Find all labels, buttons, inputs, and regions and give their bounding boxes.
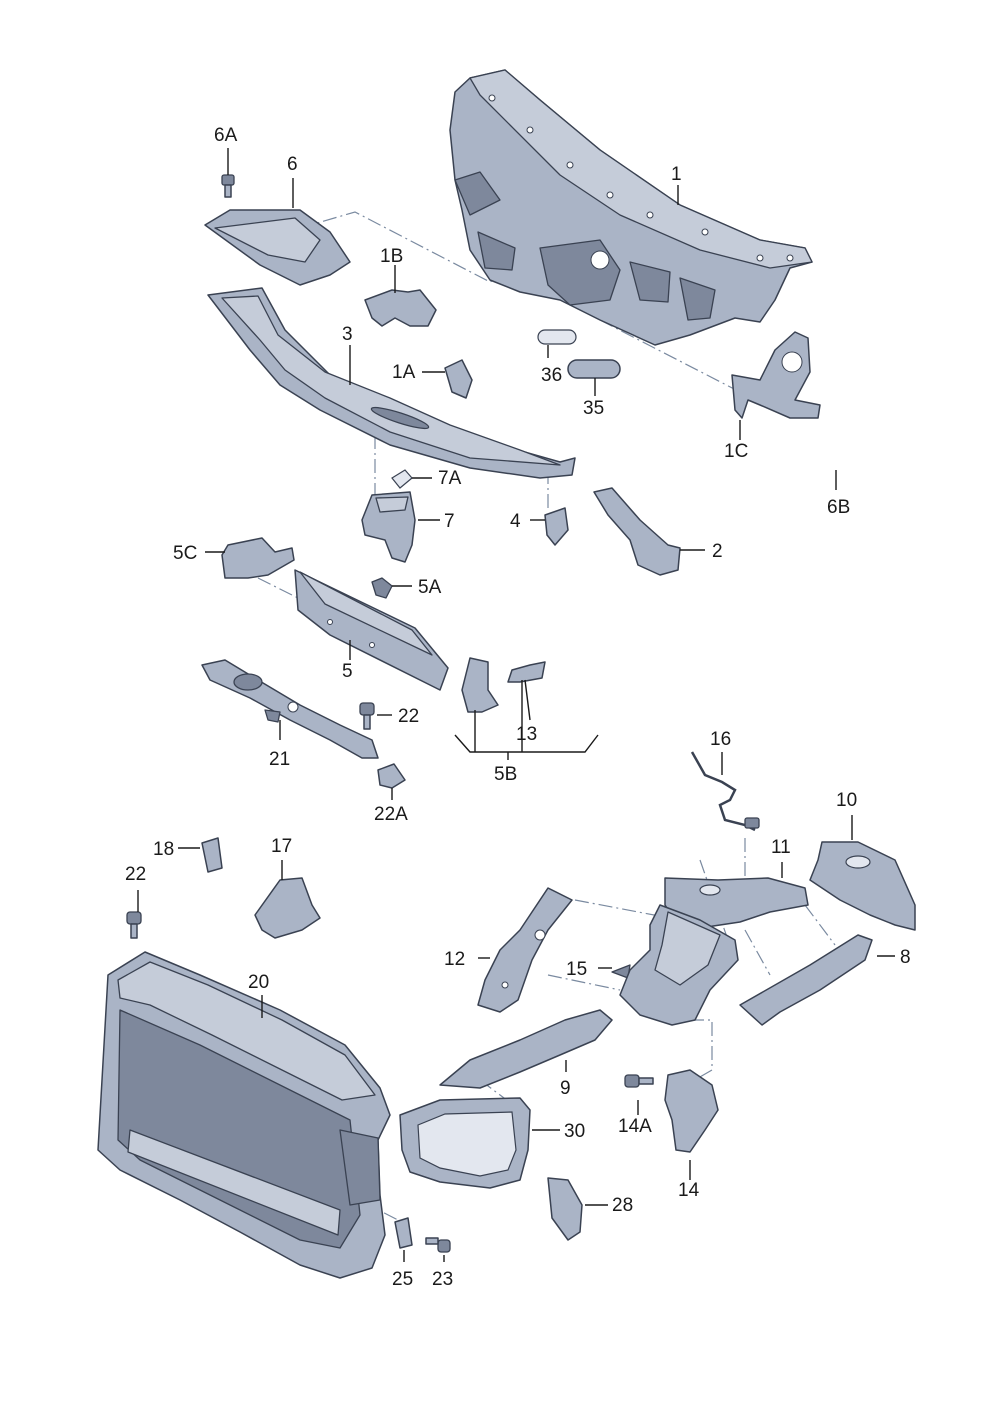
part-18-grommet — [201, 837, 223, 873]
part-1-plenum-panel — [449, 69, 813, 346]
label-part-2: 2 — [712, 541, 723, 562]
part-1a-bracket — [444, 359, 473, 399]
part-5b-left-bracket — [461, 657, 499, 713]
part-12-bracket — [477, 887, 573, 1013]
part-labels: 1 1A 1B 1C 2 3 4 5 5A 5B 5C 6 6A 6B 7 7A… — [125, 125, 911, 1290]
label-part-14a: 14A — [618, 1116, 652, 1137]
label-part-11: 11 — [771, 837, 791, 858]
label-part-36: 36 — [541, 365, 562, 386]
label-part-23: 23 — [432, 1269, 453, 1290]
part-1c-bracket — [731, 331, 821, 419]
label-part-5a: 5A — [418, 577, 442, 598]
part-5c-bracket — [221, 537, 295, 579]
part-7-duct — [361, 491, 416, 563]
part-22-bolt-upper — [359, 702, 375, 730]
part-14-bracket — [664, 1069, 719, 1153]
label-part-7a: 7A — [438, 468, 462, 489]
part-30-headlight-frame — [399, 1097, 531, 1189]
label-part-5: 5 — [342, 661, 353, 682]
part-7a-clip — [391, 469, 413, 489]
label-part-16: 16 — [710, 729, 731, 750]
part-14a-bolt — [624, 1074, 654, 1088]
part-6-cover — [204, 209, 351, 286]
label-part-21: 21 — [269, 749, 290, 770]
part-22-bolt-lower — [126, 911, 142, 939]
label-part-6b: 6B — [827, 497, 850, 518]
label-part-5b: 5B — [494, 764, 517, 785]
part-3-crossmember — [207, 287, 576, 479]
label-part-5c: 5C — [173, 543, 197, 564]
leader-lines — [137, 148, 895, 1262]
label-part-6: 6 — [287, 154, 298, 175]
part-20-lock-carrier — [97, 951, 391, 1279]
label-part-22-upper: 22 — [398, 706, 419, 727]
label-part-35: 35 — [583, 398, 604, 419]
part-16-cable — [690, 751, 760, 832]
label-part-28: 28 — [612, 1195, 633, 1216]
part-13-bracket — [507, 661, 546, 683]
label-part-10: 10 — [836, 790, 857, 811]
label-part-25: 25 — [392, 1269, 413, 1290]
part-10-wheelhouse-liner — [809, 841, 916, 931]
label-part-1a: 1A — [392, 362, 416, 383]
label-part-7: 7 — [444, 511, 455, 532]
part-25-nut — [394, 1217, 413, 1249]
label-part-6a: 6A — [214, 125, 238, 146]
label-part-14: 14 — [678, 1180, 700, 1201]
label-part-18: 18 — [153, 839, 174, 860]
label-part-17: 17 — [271, 836, 292, 857]
part-35-grommet — [567, 359, 621, 379]
part-9-longmember — [439, 1009, 613, 1089]
label-part-13: 13 — [516, 724, 537, 745]
label-part-20: 20 — [248, 972, 269, 993]
label-part-8: 8 — [900, 947, 911, 968]
part-21-support — [201, 659, 379, 759]
part-28-bracket — [547, 1177, 583, 1241]
label-part-3: 3 — [342, 324, 353, 345]
part-8-rail — [739, 934, 873, 1026]
label-part-22a: 22A — [374, 804, 408, 825]
part-6a-screw — [221, 174, 235, 198]
label-part-30: 30 — [564, 1121, 585, 1142]
label-part-1b: 1B — [380, 246, 403, 267]
part-4-bracket — [544, 507, 569, 546]
wheelhouse-assembly — [619, 904, 739, 1026]
label-part-9: 9 — [560, 1078, 571, 1099]
part-23-bolt — [425, 1237, 451, 1253]
label-part-1c: 1C — [724, 441, 748, 462]
label-part-4: 4 — [510, 511, 521, 532]
part-5-panel — [294, 569, 449, 691]
label-part-12: 12 — [444, 949, 465, 970]
part-1b-bracket — [364, 289, 437, 327]
part-22a-nut — [377, 763, 406, 789]
label-part-1: 1 — [671, 164, 682, 185]
part-36-seal — [537, 329, 577, 345]
label-part-22-lower: 22 — [125, 864, 146, 885]
label-part-15: 15 — [566, 959, 587, 980]
part-17-bracket — [254, 877, 321, 939]
part-2-strut — [593, 487, 681, 576]
part-5a-clip — [371, 577, 393, 599]
